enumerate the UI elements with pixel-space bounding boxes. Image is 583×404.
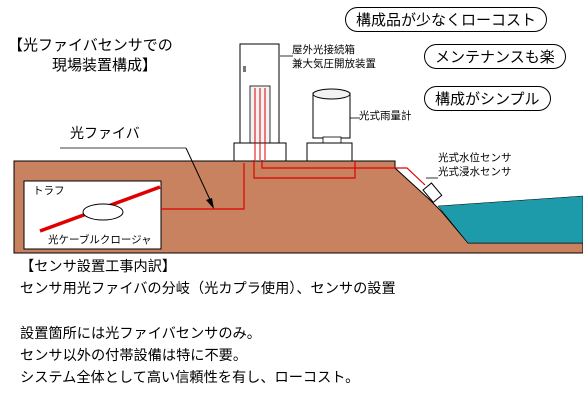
enclosure-label-line2: 兼大気圧開放装置 [292, 58, 376, 70]
water [437, 195, 583, 244]
rain-gauge-neck [322, 136, 342, 144]
trough-label: トラフ [33, 185, 65, 197]
flood-sensor-label: 光式浸水センサ [438, 166, 512, 178]
closure-label: 光ケーブルクロージャ [48, 234, 152, 246]
fiber-arrow-head [206, 198, 214, 209]
badge-low-cost: 構成品が少なくローコスト [345, 7, 548, 32]
enclosure-handle [243, 66, 246, 72]
description-line1: センサ用光ファイバの分岐（光カプラ使用）、センサの設置 [20, 281, 396, 297]
rain-gauge-top [312, 88, 351, 100]
description-heading: 【センサ設置工事内訳】 [20, 259, 177, 275]
fiber-to-sensor [261, 160, 426, 186]
page-title-line1: 【光ファイバセンサでの [8, 36, 173, 54]
rain-gauge-label: 光式雨量計 [359, 110, 412, 122]
fiber-main [161, 163, 245, 210]
page-title-line2: 現場装置構成】 [52, 56, 158, 74]
description-line2: 設置箇所には光ファイバセンサのみ。 [20, 326, 261, 342]
rain-gauge-base [306, 142, 353, 162]
fiber-to-gauge [253, 160, 356, 179]
badge-easy-maintenance: メンテナンスも楽 [424, 44, 566, 69]
description-line3: センサ以外の付帯設備は特に不要。 [20, 348, 248, 364]
badge-simple-config: 構成がシンプル [424, 86, 551, 111]
fiber-label: 光ファイバ [70, 126, 140, 142]
water-level-sensor-label: 光式水位センサ [438, 152, 512, 164]
cable-closure [82, 203, 124, 221]
rain-gauge-body [312, 92, 351, 139]
fiber-arrow-line [185, 147, 213, 205]
water-level-sensor [422, 182, 443, 204]
description-line4: システム全体として高い信頼性を有し、ローコスト。 [20, 370, 360, 386]
enclosure-label-line1: 屋外光接続箱 [292, 44, 355, 56]
